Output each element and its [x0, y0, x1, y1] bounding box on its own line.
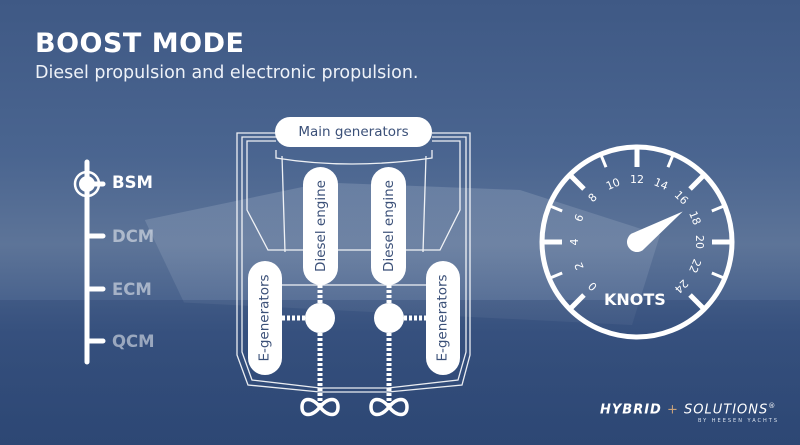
gauge-tick [711, 271, 726, 280]
gauge-tick [711, 204, 726, 213]
gauge-tick [548, 271, 563, 280]
gauge-label: 6 [572, 212, 587, 223]
mode-dcm[interactable]: DCM [112, 227, 155, 246]
diesel-engine-right-label: Diesel engine [380, 180, 397, 272]
gauge-tick [666, 153, 675, 168]
gauge-tick [599, 153, 608, 168]
gauge-label: 8 [586, 191, 600, 205]
gearbox-left [305, 303, 335, 333]
gauge-needle[interactable] [626, 211, 683, 253]
gauge-label: 12 [630, 173, 644, 186]
gauge-label: 24 [672, 277, 691, 296]
gauge-tick [688, 293, 706, 311]
gauge-label: 2 [572, 260, 587, 271]
main-generators-label: Main generators [298, 124, 409, 140]
e-generators-right-box: E-generators [426, 261, 460, 375]
mode-bsm[interactable]: BSM [112, 173, 153, 192]
page-title: BOOST MODE [35, 28, 245, 59]
diesel-engine-left-box: Diesel engine [303, 167, 338, 285]
page-subtitle: Diesel propulsion and electronic propuls… [35, 63, 419, 83]
e-generators-left-box: E-generators [248, 261, 282, 375]
mode-qcm[interactable]: QCM [112, 332, 155, 351]
logo-brand: HYBRID [600, 402, 662, 418]
diesel-engine-right-box: Diesel engine [371, 167, 406, 285]
hybrid-solutions-logo: HYBRID + SOLUTIONS® BY HEESEN YACHTS [600, 402, 777, 424]
gauge-tick [688, 173, 706, 191]
gauge-tick [568, 293, 586, 311]
propeller-right-icon [369, 397, 409, 417]
gauge-label: 16 [672, 188, 691, 207]
logo-byline: BY HEESEN YACHTS [698, 418, 780, 424]
mode-ecm[interactable]: ECM [112, 280, 152, 299]
propeller-left-icon [300, 397, 340, 417]
gauge-label: 14 [652, 176, 670, 193]
gauge-unit: KNOTS [604, 290, 666, 309]
gauge-label: 10 [604, 176, 622, 193]
logo-plus-icon: + [661, 402, 685, 418]
gauge-label: 0 [586, 279, 600, 293]
e-generators-left-label: E-generators [257, 274, 274, 362]
gearbox-right [374, 303, 404, 333]
gauge-label: 22 [686, 257, 703, 275]
gauge-label: 20 [693, 235, 706, 249]
gauge-tick [568, 173, 586, 191]
diesel-engine-left-label: Diesel engine [312, 180, 329, 272]
logo-brand2: SOLUTIONS [684, 402, 769, 418]
main-generators-box: Main generators [275, 117, 432, 147]
logo-reg: ® [768, 402, 777, 410]
gauge-label: 18 [686, 209, 703, 227]
gauge-label: 4 [568, 239, 581, 246]
gauge-tick [548, 204, 563, 213]
e-generators-right-label: E-generators [435, 274, 452, 362]
